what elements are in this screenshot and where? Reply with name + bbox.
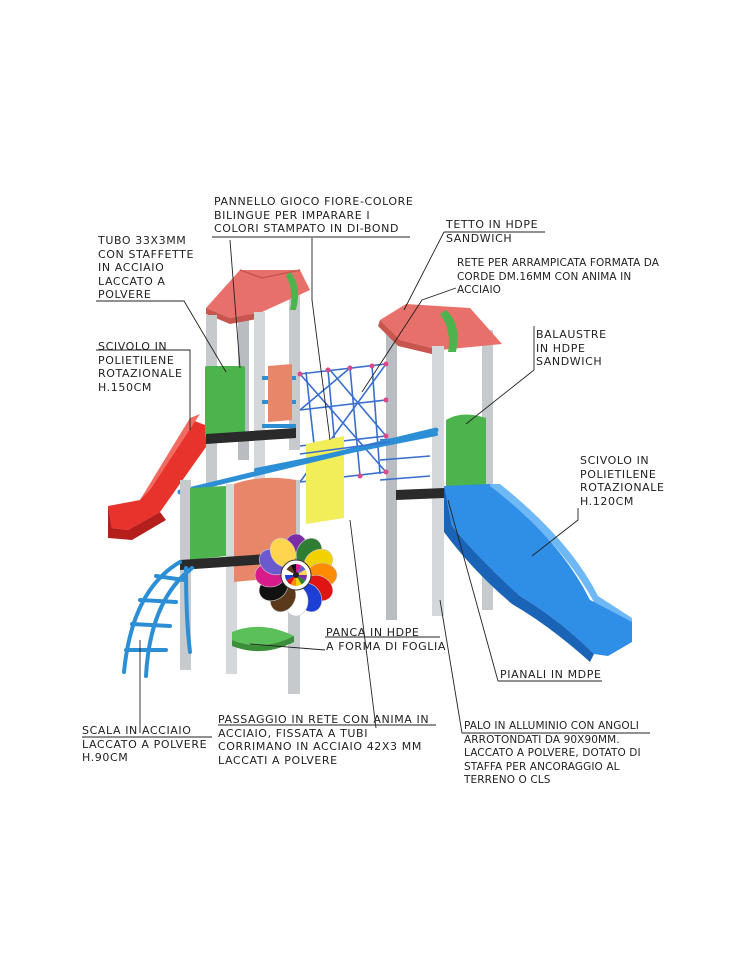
label-line: ACCIAIO <box>457 284 502 296</box>
label-line: SCIVOLO IN <box>98 340 168 353</box>
label-rete: RETE PER ARRAMPICATA FORMATA DA CORDE DM… <box>457 257 659 298</box>
label-line: SANDWICH <box>536 355 603 368</box>
left-green-panel <box>205 366 245 438</box>
label-line: CORDE DM.16MM CON ANIMA IN <box>457 270 632 283</box>
label-line: H.120CM <box>580 494 634 508</box>
left-roof <box>206 270 310 318</box>
label-line: BILINGUE PER IMPARARE I <box>214 208 371 222</box>
flower-wheel-segment <box>286 565 296 575</box>
label-line: PALO IN ALLUMINIO CON ANGOLI <box>464 720 639 732</box>
label-line: SANDWICH <box>446 231 513 245</box>
label-line: LACCATO A POLVERE, DOTATO DI <box>464 747 641 759</box>
right-roof <box>380 304 502 350</box>
label-line: H.90CM <box>82 751 129 764</box>
flower-wheel-segment <box>290 575 296 586</box>
label-line: TUBO 33X3MM <box>98 234 187 247</box>
label-line: A FORMA DI FOGLIA <box>326 639 446 653</box>
label-line: COLORI STAMPATO IN DI-BOND <box>214 222 400 235</box>
label-line: IN ACCIAIO <box>98 261 165 274</box>
label-line: POLIETILENE <box>98 353 175 367</box>
label-line: TERRENO O CLS <box>464 774 551 786</box>
label-palo: PALO IN ALLUMINIO CON ANGOLI ARROTONDATI… <box>464 720 641 788</box>
red-slide-150 <box>108 414 218 540</box>
label-line: CON STAFFETTE <box>98 247 195 261</box>
leader-lines <box>82 231 650 738</box>
flower-color-panel <box>254 533 338 617</box>
label-panca: PANCA IN HDPE A FORMA DI FOGLIA <box>326 626 446 653</box>
label-line: LACCATI A POLVERE <box>218 753 338 767</box>
label-line: ACCIAIO, FISSATA A TUBI <box>218 726 369 740</box>
label-pannello: PANNELLO GIOCO FIORE-COLORE BILINGUE PER… <box>214 195 413 236</box>
flower-wheel-segment <box>296 575 307 581</box>
label-scala: SCALA IN ACCIAIO LACCATO A POLVERE H.90C… <box>82 724 207 765</box>
handrails <box>177 427 439 495</box>
label-line: ROTAZIONALE <box>580 481 665 494</box>
flower-wheel-segment <box>296 575 302 586</box>
label-line: IN HDPE <box>536 341 586 355</box>
flower-hub <box>293 572 299 578</box>
label-tubo: TUBO 33X3MM CON STAFFETTE IN ACCIAIO LAC… <box>98 234 194 302</box>
label-line: LACCATO A <box>98 274 166 288</box>
label-scivolo-120: SCIVOLO IN POLIETILENE ROTAZIONALE H.120… <box>580 454 665 508</box>
flower-wheel-segment <box>296 565 306 575</box>
right-green-balustrade <box>446 414 486 498</box>
flower-wheel-segment <box>290 564 296 575</box>
left-tower <box>205 269 310 522</box>
flower-wheel-segment <box>285 569 296 575</box>
flower-wheel-segment <box>296 575 306 585</box>
label-line: H.150CM <box>98 380 152 394</box>
label-line: ROTAZIONALE <box>98 367 183 380</box>
label-line: SCIVOLO IN <box>580 454 650 467</box>
label-scivolo-150: SCIVOLO IN POLIETILENE ROTAZIONALE H.150… <box>98 340 183 394</box>
arched-ladder <box>122 560 194 678</box>
label-line: ARROTONDATI DA 90X90MM. <box>464 733 620 746</box>
flower-wheel-segment <box>296 569 307 575</box>
label-line: PANCA IN HDPE <box>326 626 420 639</box>
flower-wheel-segment <box>286 575 296 585</box>
label-line: SCALA IN ACCIAIO <box>82 724 192 737</box>
label-pianali: PIANALI IN MDPE <box>500 668 602 682</box>
label-line: BALAUSTRE <box>536 328 607 341</box>
leaf-bench <box>232 626 294 646</box>
label-balaustre: BALAUSTRE IN HDPE SANDWICH <box>536 328 607 369</box>
label-line: PIANALI IN MDPE <box>500 668 602 681</box>
blue-slide-120 <box>444 484 632 662</box>
flower-wheel-segment <box>285 575 296 581</box>
label-passaggio: PASSAGGIO IN RETE CON ANIMA IN ACCIAIO, … <box>218 713 429 767</box>
label-line: CORRIMANO IN ACCIAIO 42X3 MM <box>218 740 422 753</box>
label-line: PASSAGGIO IN RETE CON ANIMA IN <box>218 713 430 726</box>
label-line: POLVERE <box>98 288 152 301</box>
label-line: STAFFA PER ANCORAGGIO AL <box>464 760 620 773</box>
label-line: POLIETILENE <box>580 467 657 481</box>
label-line: TETTO IN HDPE <box>446 218 539 231</box>
label-line: RETE PER ARRAMPICATA FORMATA DA <box>457 257 660 269</box>
label-line: PANNELLO GIOCO FIORE-COLORE <box>214 195 414 208</box>
flower-wheel-segment <box>296 564 302 575</box>
label-tetto: TETTO IN HDPE SANDWICH <box>446 218 538 245</box>
label-line: LACCATO A POLVERE <box>82 737 208 751</box>
